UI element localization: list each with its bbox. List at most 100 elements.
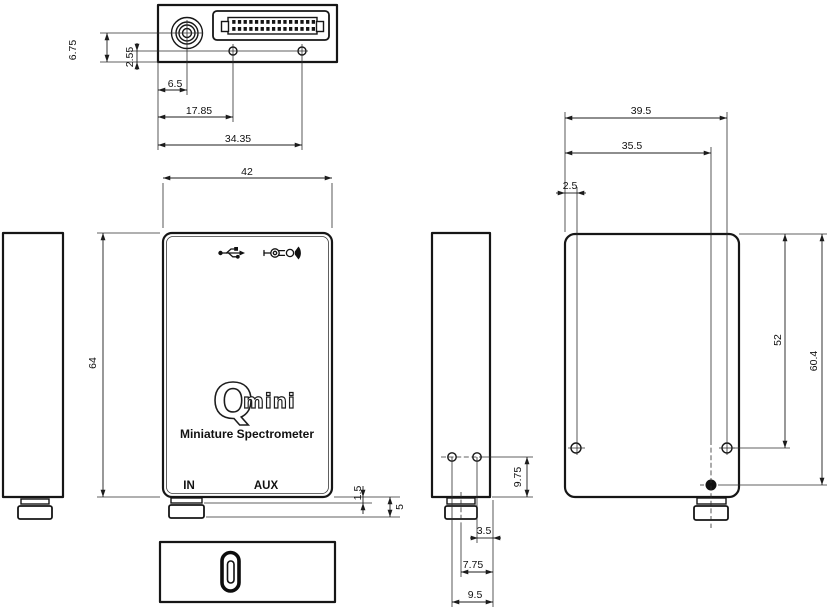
connector-pin xyxy=(243,27,247,31)
connector-pins xyxy=(232,20,316,31)
dim-label-holes-to-bottom: 9.75 xyxy=(512,467,524,488)
logo-mini: mini xyxy=(243,389,296,413)
left-side-view xyxy=(1,231,65,520)
top-view xyxy=(156,3,339,64)
dim-label-axis-to-back: 7.75 xyxy=(463,559,484,571)
dim-hole-left-x: 2.5 xyxy=(556,180,586,196)
connector-pin xyxy=(266,20,270,24)
dim-label-connector-lip: 1.5 xyxy=(352,486,364,501)
dim-hole2-x: 34.35 xyxy=(158,133,302,148)
left-side-body xyxy=(1,231,65,499)
connector-pin xyxy=(271,20,276,24)
dim-body-height: 64 xyxy=(87,232,160,498)
connector-pin xyxy=(277,27,281,31)
dim-label-sma-to-front: 6.75 xyxy=(67,40,79,61)
connector-pin xyxy=(294,20,298,24)
connector-pin xyxy=(300,27,304,31)
dim-label-hole2-to-back: 3.5 xyxy=(477,525,492,537)
case-seam xyxy=(166,236,329,494)
dim-sma-x: 6.5 xyxy=(158,78,187,93)
fiber-connector-front xyxy=(168,497,205,519)
right-side-body xyxy=(430,231,492,499)
sma-center xyxy=(705,479,717,491)
front-view: Q mini Miniature Spectrometer IN AUX xyxy=(161,231,334,519)
connector-pin xyxy=(306,20,310,24)
top-view-dimensions: 6.75 2.55 6.5 17.85 34.35 xyxy=(67,20,308,150)
dim-sma-x: 35.5 xyxy=(565,140,711,156)
dim-hole1-x: 17.85 xyxy=(158,105,233,120)
dim-label-holes-to-front: 2.55 xyxy=(124,47,136,68)
dim-label-sma-y: 60.4 xyxy=(808,351,820,372)
connector-pin xyxy=(237,20,242,24)
connector-pin xyxy=(289,20,293,24)
dim-label-sma-x: 6.5 xyxy=(168,78,183,90)
micro-connector xyxy=(212,10,330,41)
dim-holes-y: 52 xyxy=(772,234,788,448)
fiber-connector-left xyxy=(17,498,53,520)
dim-label-body-width: 42 xyxy=(241,166,253,178)
connector-pin xyxy=(249,27,253,31)
dim-sma-y: 60.4 xyxy=(808,234,825,485)
bottom-view-body xyxy=(158,540,337,604)
connector-pin xyxy=(254,20,259,24)
dim-label-hole-left-x: 2.5 xyxy=(563,180,578,192)
dim-holes-to-bottom: 9.75 xyxy=(512,457,530,497)
dim-sma-to-front: 6.75 xyxy=(67,33,110,62)
dim-label-hole-right-x: 39.5 xyxy=(631,105,652,117)
front-bottom-dimensions: 1.5 5 xyxy=(204,486,406,518)
front-body xyxy=(161,231,334,499)
usb-c-port xyxy=(220,550,241,593)
connector-pin xyxy=(311,20,316,24)
status-led-icon xyxy=(285,246,301,260)
dim-axis-to-back: 7.75 xyxy=(461,559,493,575)
dim-label-hole1-x: 17.85 xyxy=(186,105,212,117)
dim-holes-to-front: 2.55 xyxy=(124,43,140,70)
connector-pin xyxy=(232,20,236,24)
connector-pin xyxy=(266,27,270,31)
connector-pin xyxy=(271,27,276,31)
bottom-view xyxy=(158,540,337,604)
connector-pin xyxy=(300,20,304,24)
label-in: IN xyxy=(183,480,195,492)
usb-icon xyxy=(218,247,245,259)
connector-pin xyxy=(249,20,253,24)
connector-pin xyxy=(294,27,298,31)
connector-pin xyxy=(243,20,247,24)
connector-pin xyxy=(260,20,264,24)
connector-pin xyxy=(311,27,316,31)
connector-pin xyxy=(283,27,287,31)
dim-hole1-to-back: 9.5 xyxy=(452,589,493,605)
dim-label-sma-x: 35.5 xyxy=(622,140,643,152)
connector-pin xyxy=(283,20,287,24)
back-body xyxy=(563,232,741,499)
dim-label-holes-y: 52 xyxy=(772,334,784,346)
label-aux: AUX xyxy=(254,480,279,492)
connector-pin xyxy=(254,27,259,31)
connector-pin xyxy=(260,27,264,31)
connector-latch-left xyxy=(220,20,230,33)
trigger-plug-icon xyxy=(263,248,286,258)
logo-q: Q xyxy=(213,374,254,430)
back-view-dimensions: 39.5 35.5 2.5 52 60.4 xyxy=(556,105,827,528)
connector-pin xyxy=(306,27,310,31)
dim-label-hole2-x: 34.35 xyxy=(225,133,251,145)
connector-pin xyxy=(232,27,236,31)
connector-pin xyxy=(289,27,293,31)
dim-hole-right-x: 39.5 xyxy=(565,105,727,121)
dim-label-connector-height: 5 xyxy=(394,504,406,510)
right-side-dimensions: 9.75 3.5 7.75 9.5 xyxy=(451,456,533,607)
back-view xyxy=(563,232,741,521)
product-tagline: Miniature Spectrometer xyxy=(180,427,314,441)
connector-pin xyxy=(277,20,281,24)
dim-connector-lip: 1.5 xyxy=(352,486,366,514)
dim-hole2-to-back: 3.5 xyxy=(470,525,501,541)
dim-label-body-height: 64 xyxy=(87,357,99,369)
brand-logo: Q mini xyxy=(212,373,296,431)
connector-pin xyxy=(237,27,242,31)
dim-body-width: 42 xyxy=(162,166,333,228)
dim-connector-height: 5 xyxy=(387,497,406,517)
dim-label-hole1-to-back: 9.5 xyxy=(468,589,483,601)
right-side-view xyxy=(430,231,492,520)
